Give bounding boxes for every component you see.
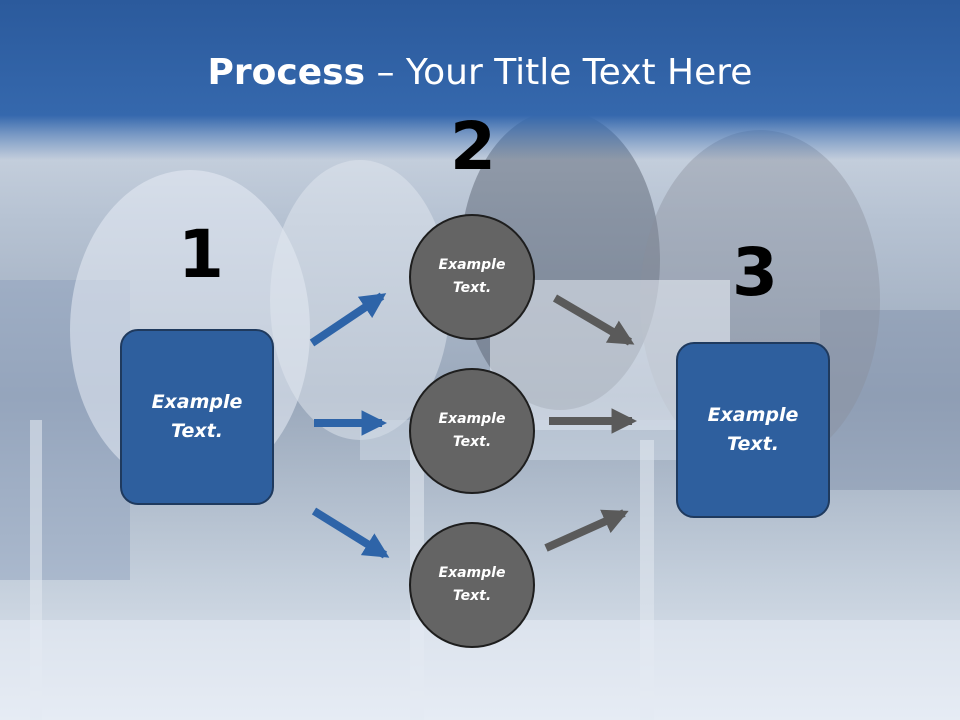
circle-bottom: Example Text. <box>409 522 535 648</box>
arrow-blue-down <box>311 507 390 559</box>
arrow-gray-down <box>552 294 635 346</box>
title-rest: – Your Title Text Here <box>365 52 753 93</box>
circle-bottom-text: Example Text. <box>438 565 506 604</box>
step-number-2: 2 <box>450 108 496 185</box>
right-box-text: Example Text. <box>707 404 799 455</box>
circle-middle-text: Example Text. <box>438 411 506 450</box>
left-box-text: Example Text. <box>151 391 243 442</box>
left-box: Example Text. <box>120 329 274 505</box>
step-number-1: 1 <box>178 216 224 293</box>
header-band <box>0 0 960 160</box>
circle-top-text: Example Text. <box>438 257 506 296</box>
title-bold: Process <box>207 52 366 93</box>
step-number-3: 3 <box>732 234 778 311</box>
right-box: Example Text. <box>676 342 830 518</box>
page-title: Process – Your Title Text Here <box>0 52 960 93</box>
circle-middle: Example Text. <box>409 368 535 494</box>
arrow-gray-up <box>544 509 629 552</box>
arrow-blue-up <box>309 292 387 347</box>
circle-top: Example Text. <box>409 214 535 340</box>
